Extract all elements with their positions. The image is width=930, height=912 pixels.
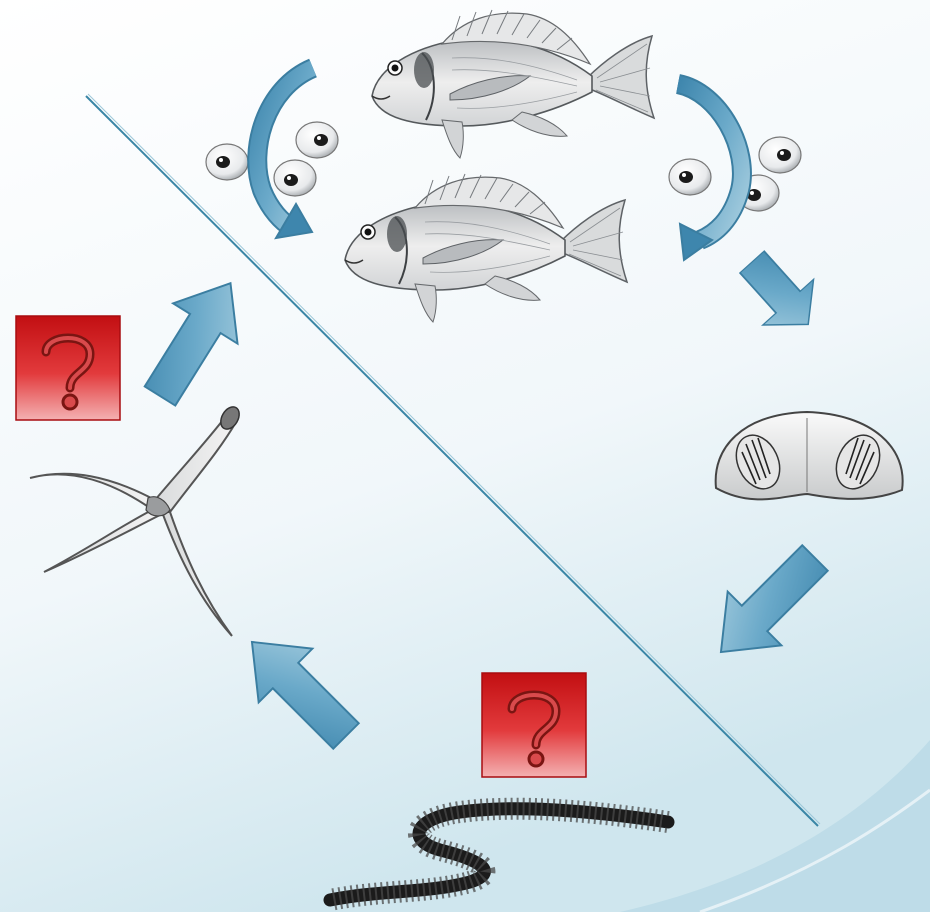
unknown-host-question-box <box>16 316 120 420</box>
unknown-transmission-question-box <box>482 673 586 777</box>
